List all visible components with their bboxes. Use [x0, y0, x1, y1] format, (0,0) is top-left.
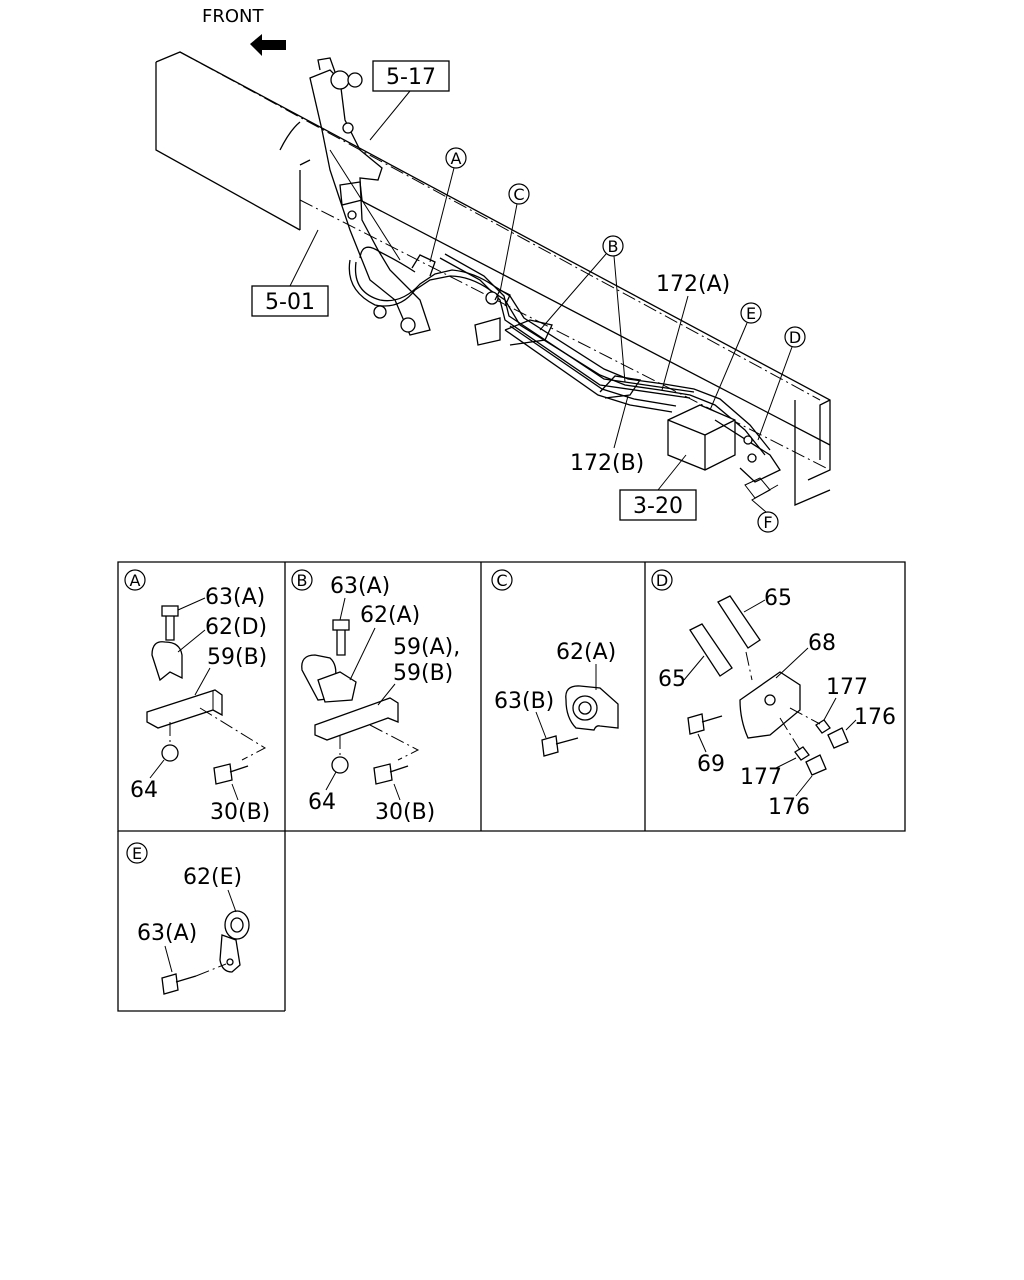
junction-block: [667, 404, 781, 499]
ref-5-01-label: 5-01: [265, 290, 315, 315]
panel-D-65-top: 65: [764, 586, 792, 611]
panel-D-69: 69: [697, 752, 725, 777]
valve-bracket: [309, 57, 431, 336]
front-indicator: FRONT: [202, 6, 286, 56]
label-172b[interactable]: 172(B): [570, 395, 644, 476]
panel-C-title: C: [496, 571, 507, 590]
panel-A-64: 64: [130, 778, 158, 803]
detail-panel-C: C 62(A) 63(B): [491, 569, 619, 757]
panel-A-title: A: [130, 571, 141, 590]
front-arrow-icon: [250, 34, 286, 56]
panel-C-63b: 63(B): [494, 689, 554, 714]
frame-rail: [155, 51, 831, 506]
detail-panel-E: E 62(E) 63(A): [126, 842, 250, 995]
panel-D-title: D: [656, 571, 668, 590]
panel-B-title: B: [297, 571, 308, 590]
panel-E-62e: 62(E): [183, 865, 242, 890]
panel-D-176-top: 176: [854, 705, 896, 730]
panel-B-30b: 30(B): [375, 800, 435, 825]
panel-D-177-top: 177: [826, 675, 868, 700]
callout-C[interactable]: C: [499, 183, 530, 293]
panel-D-177-bottom: 177: [740, 765, 782, 790]
callout-F-label: F: [763, 513, 772, 532]
callout-E-label: E: [746, 304, 756, 323]
panel-E-63a: 63(A): [137, 921, 197, 946]
ref-3-20[interactable]: 3-20: [619, 454, 697, 521]
label-172b-text: 172(B): [570, 451, 644, 476]
pipe-clips: [411, 254, 642, 399]
panel-A-63a: 63(A): [205, 585, 265, 610]
label-172a[interactable]: 172(A): [656, 272, 730, 391]
panel-D-176-bottom: 176: [768, 795, 810, 820]
brake-pipes: [348, 246, 771, 456]
ref-3-20-label: 3-20: [633, 494, 683, 519]
panel-A-62d: 62(D): [205, 615, 267, 640]
callout-F[interactable]: F: [751, 484, 779, 533]
detail-panel-A: A 63(A) 62(D) 59(B) 64 30(B): [124, 569, 270, 825]
callout-A-label: A: [451, 149, 462, 168]
callout-C-label: C: [513, 185, 524, 204]
panel-B-64: 64: [308, 790, 336, 815]
detail-panel-D: D 65 65 68 177 176 69 177 176: [651, 569, 896, 820]
callout-B-label: B: [608, 237, 619, 256]
ref-5-17[interactable]: 5-17: [369, 60, 450, 141]
panel-B-62a: 62(A): [360, 603, 420, 628]
panel-D-68: 68: [808, 631, 836, 656]
panel-B-59a: 59(A),: [393, 635, 460, 660]
callout-A[interactable]: A: [429, 147, 467, 263]
callout-B[interactable]: B: [539, 235, 626, 383]
callout-D-label: D: [789, 328, 801, 347]
front-label: FRONT: [202, 6, 264, 27]
panel-D-65-left: 65: [658, 667, 686, 692]
panel-C-62a: 62(A): [556, 640, 616, 665]
panel-B-63a: 63(A): [330, 574, 390, 599]
detail-grid: [117, 561, 906, 1012]
panel-B-59b: 59(B): [393, 661, 453, 686]
panel-A-59b: 59(B): [207, 645, 267, 670]
callout-D[interactable]: D: [757, 326, 806, 441]
label-172a-text: 172(A): [656, 272, 730, 297]
ref-5-01[interactable]: 5-01: [251, 229, 329, 317]
ref-5-17-label: 5-17: [386, 65, 436, 90]
detail-panel-B: B 63(A) 62(A) 59(A), 59(B) 64 30(B): [291, 569, 460, 825]
callout-E[interactable]: E: [709, 302, 762, 411]
panel-A-30b: 30(B): [210, 800, 270, 825]
panel-E-title: E: [132, 844, 142, 863]
